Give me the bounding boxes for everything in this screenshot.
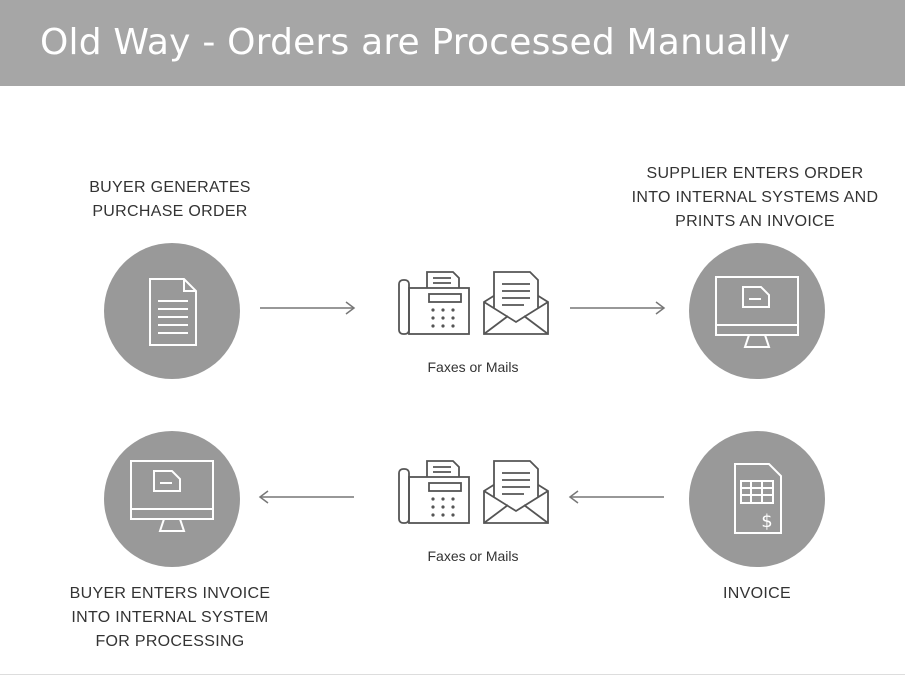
label-line: PRINTS AN INVOICE [675, 213, 835, 230]
invoice-dollar-icon: $ [734, 463, 782, 534]
step-invoice-label: INVOICE [677, 582, 837, 606]
arrow-right-top-right [570, 301, 666, 315]
label-line: INVOICE [723, 585, 791, 602]
document-icon [149, 278, 197, 346]
label-line: PURCHASE ORDER [92, 203, 248, 220]
footer-divider [0, 674, 905, 675]
arrow-right-top-left [260, 301, 356, 315]
label-line: INTO INTERNAL SYSTEMS AND [631, 189, 879, 206]
transport-bottom-label: Faxes or Mails [427, 548, 519, 564]
step-supplier-enters-circle [689, 243, 825, 379]
arrow-left-bottom-left [258, 490, 354, 504]
label-line: BUYER ENTERS INVOICE [69, 585, 271, 602]
transport-top-label: Faxes or Mails [427, 359, 519, 375]
label-line: SUPPLIER ENTERS ORDER [646, 165, 864, 182]
computer-monitor-icon [715, 276, 799, 348]
step-buyer-enters-circle [104, 431, 240, 567]
arrow-left-bottom-right [568, 490, 664, 504]
fax-machine-icon [398, 460, 470, 524]
mail-envelope-icon [483, 460, 549, 524]
fax-machine-icon [398, 271, 470, 335]
step-buyer-enters-label: BUYER ENTERS INVOICE INTO INTERNAL SYSTE… [50, 582, 290, 654]
mail-envelope-icon [483, 271, 549, 335]
svg-text:$: $ [761, 511, 772, 532]
label-line: BUYER GENERATES [89, 179, 251, 196]
page-title: Old Way - Orders are Processed Manually [40, 22, 791, 63]
computer-monitor-icon [130, 460, 214, 532]
title-bar: Old Way - Orders are Processed Manually [0, 0, 905, 86]
step-buyer-generates-label: BUYER GENERATES PURCHASE ORDER [70, 176, 270, 224]
label-line: FOR PROCESSING [95, 633, 245, 650]
step-supplier-enters-label: SUPPLIER ENTERS ORDER INTO INTERNAL SYST… [610, 162, 900, 234]
label-line: INTO INTERNAL SYSTEM [71, 609, 269, 626]
step-buyer-generates-circle [104, 243, 240, 379]
step-invoice-circle: $ [689, 431, 825, 567]
